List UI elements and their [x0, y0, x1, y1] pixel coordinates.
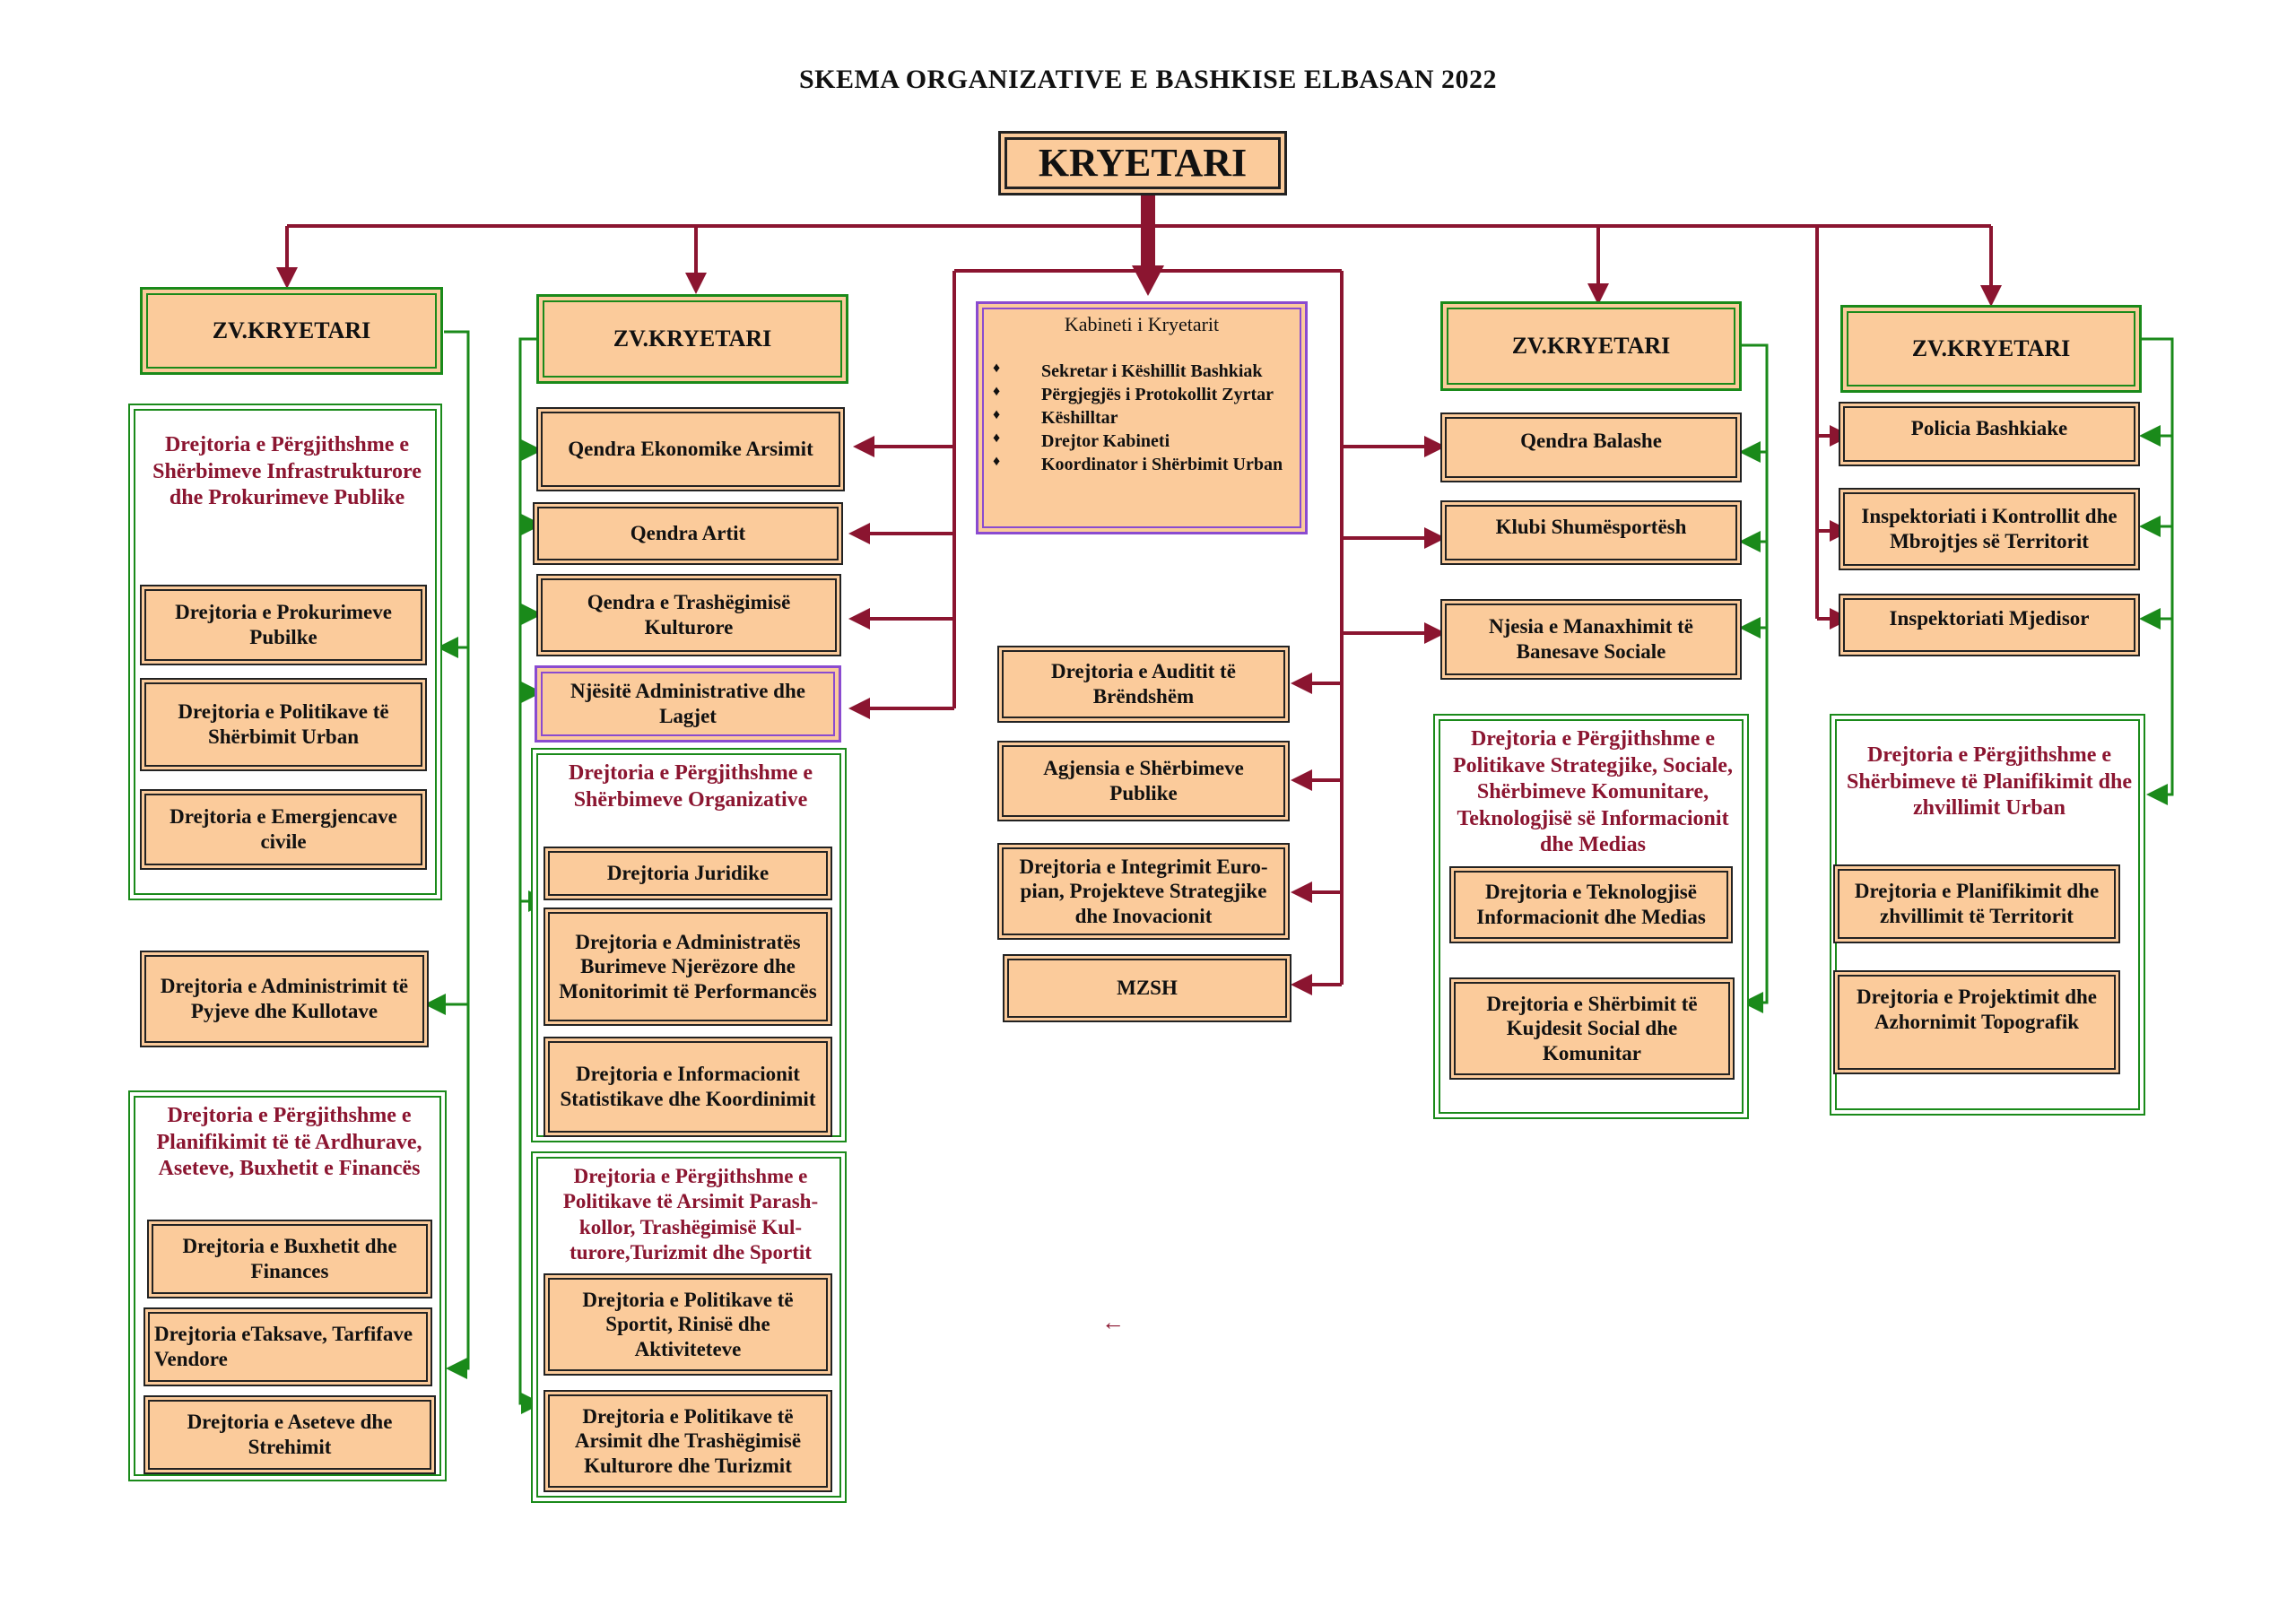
center-cultural-heritage: Qendra e Trashëgimisë Kulturore	[536, 574, 841, 656]
directorate-statistics: Drejtoria e Informacionit Statistikave d…	[544, 1037, 832, 1137]
directorate-territory-planning: Drejtoria e Planifikimit dhe zhvillimit …	[1833, 864, 2120, 943]
center-balashe: Qendra Balashe	[1440, 413, 1742, 482]
group-heading: Drejtoria e Përgjithshme e Planifikimit …	[156, 1104, 422, 1181]
multisport-club: Klubi Shumësportësh	[1440, 500, 1742, 565]
directorate-european-integration: Drejtoria e Integrimit Euro-pian, Projek…	[997, 843, 1290, 940]
directorate-budget-finance: Drejtoria e Buxhetit dhe Finances	[147, 1220, 432, 1298]
diamond-bullet-icon: ♦	[993, 384, 1001, 399]
mayor-box: KRYETARI	[998, 131, 1287, 195]
cabinet-item: ♦Koordinator i Shërbimit Urban	[993, 454, 1283, 474]
mayor-cabinet-box: Kabineti i Kryetarit ♦Sekretar i Këshill…	[976, 301, 1308, 534]
cabinet-item: ♦Këshilltar	[993, 407, 1118, 428]
directorate-human-resources: Drejtoria e Administratës Burimeve Njerë…	[544, 908, 832, 1026]
cabinet-item: ♦Sekretar i Këshillit Bashkiak	[993, 360, 1263, 381]
social-housing-unit: Njesia e Manaxhimit të Banesave Sociale	[1440, 599, 1742, 680]
directorate-social-care: Drejtoria e Shërbimit të Kujdesit Social…	[1449, 977, 1735, 1080]
group-heading: Drejtoria e Përgjithshme e Politikave të…	[562, 1165, 819, 1264]
diamond-bullet-icon: ♦	[993, 430, 1001, 446]
directorate-topography: Drejtoria e Projektimit dhe Azhornimit T…	[1833, 970, 2120, 1074]
mzsh-box: MZSH	[1003, 954, 1292, 1022]
directorate-education-heritage: Drejtoria e Politikave të Arsimit dhe Tr…	[544, 1390, 832, 1492]
cabinet-list: ♦Sekretar i Këshillit Bashkiak ♦Përgjegj…	[991, 360, 1292, 476]
environment-inspectorate: Inspektoriati Mjedisor	[1839, 594, 2140, 656]
diamond-bullet-icon: ♦	[993, 407, 1001, 422]
deputy-mayor-box-2: ZV.KRYETARI	[536, 294, 848, 384]
stray-arrow-icon: ←	[1101, 1309, 1125, 1335]
page-title: SKEMA ORGANIZATIVE E BASHKISE ELBASAN 20…	[798, 65, 1498, 94]
deputy-mayor-box-4: ZV.KRYETARI	[1840, 305, 2142, 393]
territory-inspectorate: Inspektoriati i Kontrollit dhe Mbrojtjes…	[1839, 488, 2140, 570]
group-heading: Drejtoria e Përgjithshme e Shërbimeve In…	[152, 433, 422, 510]
diamond-bullet-icon: ♦	[993, 454, 1001, 469]
cabinet-title: Kabineti i Kryetarit	[1064, 313, 1220, 335]
center-art: Qendra Artit	[533, 502, 843, 565]
directorate-civil-emergencies: Drejtoria e Emergjencave civile	[140, 789, 427, 870]
municipal-police: Policia Bashkiake	[1839, 402, 2140, 466]
deputy-mayor-box-1: ZV.KRYETARI	[140, 287, 443, 375]
group-heading: Drejtoria e Përgjithshme e Shërbimeve të…	[1847, 743, 2132, 821]
directorate-forests-pastures: Drejtoria e Administrimit të Pyjeve dhe …	[140, 951, 429, 1047]
cabinet-item: ♦Përgjegjës i Protokollit Zyrtar	[993, 384, 1274, 404]
group-heading: Drejtoria e Përgjithshme e Politikave St…	[1453, 727, 1733, 857]
cabinet-item: ♦Drejtor Kabineti	[993, 430, 1170, 451]
center-economic-education: Qendra Ekonomike Arsimit	[536, 407, 845, 491]
administrative-units-box: Njësitë Administrative dhe Lagjet	[535, 665, 841, 743]
diamond-bullet-icon: ♦	[993, 360, 1001, 376]
public-services-agency: Agjensia e Shërbimeve Publike	[997, 741, 1290, 821]
deputy-mayor-box-3: ZV.KRYETARI	[1440, 301, 1742, 391]
directorate-legal: Drejtoria Juridike	[544, 847, 832, 900]
directorate-assets-housing: Drejtoria e Aseteve dhe Strehimit	[144, 1395, 436, 1474]
directorate-urban-services: Drejtoria e Politikave të Shërbimit Urba…	[140, 678, 427, 771]
directorate-procurement: Drejtoria e Prokurimeve Pubilke	[140, 585, 427, 665]
group-heading: Drejtoria e Përgjithshme e Shërbimeve Or…	[568, 761, 813, 812]
directorate-internal-audit: Drejtoria e Auditit të Brëndshëm	[997, 646, 1290, 723]
directorate-sport-youth: Drejtoria e Politikave të Sportit, Rinis…	[544, 1273, 832, 1376]
directorate-it-media: Drejtoria e Teknologjisë Informacionit d…	[1449, 866, 1733, 943]
directorate-taxes-tariffs: Drejtoria eTaksave, Tarfifave Vendore	[144, 1307, 432, 1386]
